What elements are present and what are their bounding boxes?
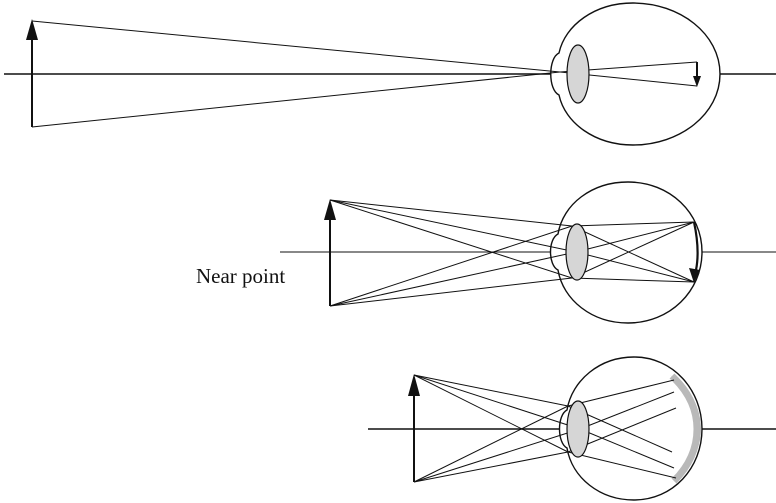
ray [329, 199, 577, 253]
ray [579, 391, 675, 430]
ray [329, 225, 573, 307]
ray [329, 199, 573, 279]
ray [575, 251, 695, 283]
image-arrow-head [693, 76, 701, 87]
ray [571, 221, 695, 227]
ray [571, 277, 695, 283]
ray [413, 374, 569, 453]
ray [329, 251, 577, 307]
ray [413, 451, 569, 483]
eye-lens [566, 44, 590, 104]
image-arrow-head [689, 268, 700, 283]
ray [571, 225, 695, 283]
ray [575, 221, 695, 253]
eyeball-outline [549, 181, 703, 324]
eye-lens [566, 400, 590, 458]
retina-blur-band [669, 373, 701, 484]
ray [413, 374, 569, 407]
image-arrow-shaft [692, 221, 699, 271]
near-point-label: Near point [196, 264, 285, 288]
ray [413, 428, 581, 483]
ray [567, 451, 677, 479]
ray [31, 71, 561, 128]
ray [329, 277, 573, 307]
panel-object-too-close [368, 356, 776, 501]
ray [579, 428, 675, 469]
eye-lens [565, 223, 589, 281]
ray [413, 405, 569, 483]
ray [31, 20, 561, 73]
panel-distant-object [4, 2, 776, 146]
ray [567, 379, 675, 407]
object-arrow-head [324, 199, 336, 220]
object-arrow-head [408, 374, 420, 396]
panel-near-point: Near point [196, 181, 776, 324]
ray [571, 221, 695, 279]
ray [413, 374, 581, 430]
ray [329, 199, 573, 227]
eyeball-outline [550, 2, 721, 146]
eyeball-outline [558, 356, 703, 501]
object-arrow-head [26, 19, 38, 40]
